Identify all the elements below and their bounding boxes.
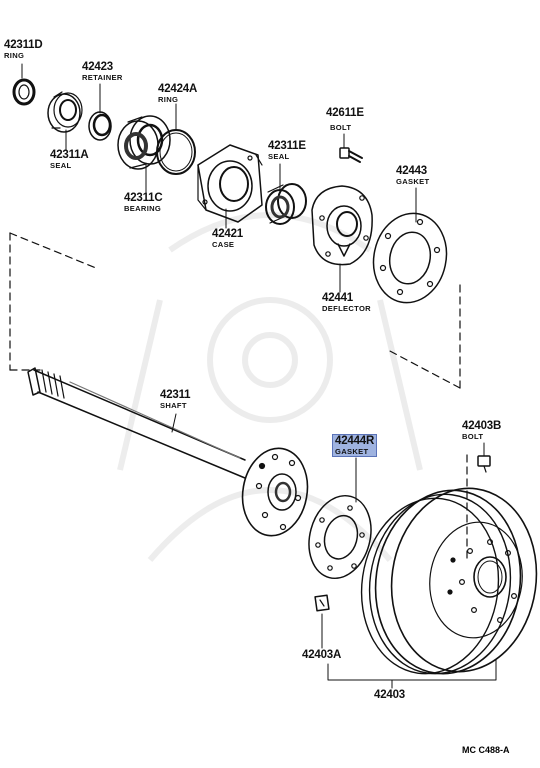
part-name: DEFLECTOR: [322, 303, 371, 313]
part-name: SEAL: [50, 160, 72, 170]
part-number: 42403A: [302, 649, 342, 661]
part-name: SHAFT: [160, 400, 187, 410]
part-label-42311: 42311 SHAFT: [160, 389, 191, 410]
part-number: 42403: [374, 689, 405, 701]
part-label-42311A: 42311A SEAL: [50, 149, 89, 170]
part-number: 42611E: [326, 107, 364, 119]
shaft-42311: [27, 367, 246, 479]
part-number: 42421: [212, 228, 243, 240]
guide-lines: [9, 232, 468, 561]
part-42403A: [314, 594, 330, 612]
part-label-42403B: 42403B BOLT: [462, 420, 502, 441]
part-name: RETAINER: [82, 72, 123, 82]
part-label-42421: 42421 CASE: [212, 228, 243, 249]
part-number: 42403B: [462, 420, 502, 432]
part-name: RING: [4, 50, 25, 60]
part-number: 42311E: [268, 140, 306, 152]
leader-lines: [21, 63, 497, 689]
part-number: 42423: [82, 61, 113, 73]
part-name: SEAL: [268, 151, 290, 161]
axle-flange: [241, 447, 309, 537]
part-label-42611E: 42611E BOLT: [326, 107, 364, 132]
part-number: 42444R: [335, 435, 375, 447]
part-label-42403: 42403: [374, 689, 405, 702]
ring-42311D: [12, 78, 36, 106]
seal-42311A: [47, 91, 83, 133]
part-number: 42443: [396, 165, 427, 177]
deflector-42441: [311, 185, 373, 266]
part-number: 42311: [160, 389, 191, 401]
part-label-42311D: 42311D RING: [4, 39, 43, 60]
part-number: 42311D: [4, 39, 43, 51]
gasket-42444R: [308, 494, 372, 580]
part-label-42441: 42441 DEFLECTOR: [322, 292, 371, 313]
brake-drum-42403: [360, 487, 538, 675]
part-name: BOLT: [330, 122, 352, 132]
part-name: BEARING: [124, 203, 162, 213]
part-number: 42311C: [124, 192, 163, 204]
part-label-42311E: 42311E SEAL: [268, 140, 306, 161]
part-label-42444R: 42444R GASKET: [332, 434, 378, 458]
part-label-42403A: 42403A: [302, 649, 342, 662]
part-label-42443: 42443 GASKET: [396, 165, 430, 186]
retainer-42423: [88, 111, 112, 141]
ring-42424A: [156, 129, 196, 175]
watermark: [117, 212, 423, 562]
part-name: GASKET: [335, 446, 369, 456]
part-number: 42424A: [158, 83, 198, 95]
part-name: RING: [158, 94, 179, 104]
bolt-42403B: [477, 455, 491, 473]
part-label-42423: 42423 RETAINER: [82, 61, 123, 82]
part-number: 42311A: [50, 149, 89, 161]
diagram-code: MC C488-A: [462, 745, 510, 755]
part-name: GASKET: [396, 176, 430, 186]
gasket-42443: [372, 212, 448, 304]
case-42421: [197, 144, 263, 223]
part-label-42424A: 42424A RING: [158, 83, 198, 104]
part-number: 42441: [322, 292, 353, 304]
part-label-42311C: 42311C BEARING: [124, 192, 163, 213]
part-name: CASE: [212, 239, 235, 249]
part-name: BOLT: [462, 431, 484, 441]
bolt-42611E: [339, 147, 363, 163]
